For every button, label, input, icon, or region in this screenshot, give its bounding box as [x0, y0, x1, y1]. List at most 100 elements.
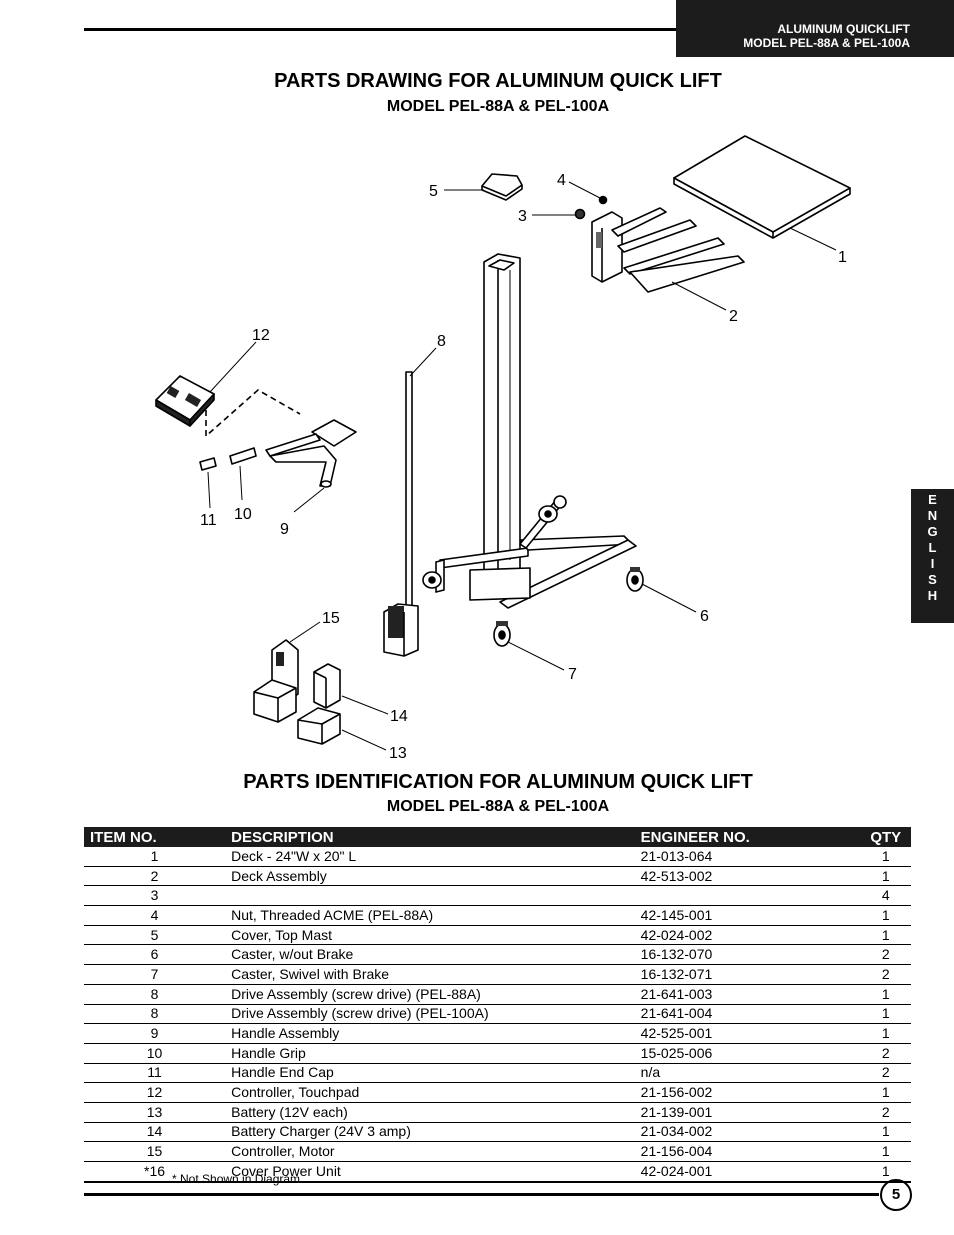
mast-part — [483, 253, 521, 579]
cell-qty: 2 — [860, 1063, 911, 1084]
callout-12: 12 — [252, 327, 270, 344]
charger-part — [313, 663, 341, 709]
cell-qty: 1 — [860, 1023, 911, 1044]
drawing-subtitle: MODEL PEL-88A & PEL-100A — [386, 98, 610, 115]
tab-letter: G — [927, 524, 938, 539]
cell-description: Handle End Cap — [225, 1063, 641, 1084]
cell-description: Cover, Top Mast — [225, 925, 641, 946]
battery-part — [253, 679, 341, 745]
callout-15: 15 — [322, 610, 340, 627]
cell-item-no: 8 — [84, 984, 226, 1005]
cover-top-mast-part — [481, 173, 523, 201]
handle-assembly-part — [265, 419, 357, 488]
drive-assembly-part — [383, 371, 419, 657]
cell-description: Caster, w/out Brake — [225, 944, 641, 966]
cell-item-no: 4 — [84, 905, 226, 926]
callout-4: 4 — [557, 172, 566, 189]
header-line-1: ALUMINUM QUICKLIFT — [777, 22, 910, 36]
cell-item-no: 15 — [84, 1141, 226, 1162]
cell-engineer-no: 42-525-001 — [640, 1023, 861, 1044]
touchpad-controller-part — [155, 375, 301, 437]
cell-item-no: 8 — [84, 1004, 226, 1025]
cell-item-no: 3 — [84, 885, 226, 907]
cell-engineer-no: 21-139-001 — [640, 1102, 861, 1123]
cell-qty: 1 — [860, 1122, 911, 1143]
cell-engineer-no: n/a — [640, 1063, 861, 1084]
tab-letter: H — [927, 588, 938, 603]
deck-part — [673, 135, 851, 239]
cell-qty: 1 — [860, 847, 911, 867]
cell-engineer-no: 42-513-002 — [640, 866, 861, 887]
cell-qty: 1 — [860, 1141, 911, 1162]
cell-qty: 2 — [860, 944, 911, 966]
cell-engineer-no — [640, 885, 861, 907]
header-description: DESCRIPTION — [225, 827, 641, 847]
footnote: * Not Shown in Diagram — [172, 1172, 301, 1186]
cell-qty: 1 — [860, 1082, 911, 1103]
tab-letter: N — [927, 508, 938, 523]
cell-engineer-no: 16-132-070 — [640, 944, 861, 966]
cell-engineer-no: 21-641-004 — [640, 1004, 861, 1025]
table-header-row: ITEM NO. DESCRIPTION ENGINEER NO. QTY — [84, 827, 911, 847]
callout-1: 1 — [838, 249, 847, 266]
cell-description: Cover Power Unit — [225, 1161, 641, 1183]
parts-drawing: 1 2 3 4 5 6 7 8 9 10 11 12 13 14 15 — [155, 135, 851, 762]
cell-item-no: 12 — [84, 1082, 226, 1103]
cell-qty: 1 — [860, 905, 911, 926]
cell-qty: 1 — [860, 925, 911, 946]
callout-7: 7 — [568, 666, 577, 683]
callout-14: 14 — [390, 708, 408, 725]
callout-9: 9 — [280, 521, 289, 538]
callout-8: 8 — [437, 333, 446, 350]
cell-description: Caster, Swivel with Brake — [225, 964, 641, 985]
handle-grip-part — [229, 447, 257, 465]
top-rule — [84, 28, 684, 31]
cell-description — [225, 885, 641, 907]
header-box: ALUMINUM QUICKLIFT MODEL PEL-88A & PEL-1… — [676, 0, 954, 57]
cell-description: Deck - 24"W x 20" L — [225, 847, 641, 867]
cell-item-no: 14 — [84, 1122, 226, 1143]
header-engineer-no: ENGINEER NO. — [640, 827, 861, 847]
bottom-rule — [84, 1193, 879, 1196]
cell-qty: 1 — [860, 984, 911, 1005]
cell-item-no: 11 — [84, 1063, 226, 1084]
cell-engineer-no: 42-145-001 — [640, 905, 861, 926]
cell-qty: 1 — [860, 1161, 911, 1183]
cell-qty: 1 — [860, 1004, 911, 1025]
tab-letter: I — [930, 556, 935, 571]
base-frame-part — [422, 495, 637, 609]
identification-subtitle: MODEL PEL-88A & PEL-100A — [386, 798, 610, 815]
deck-assembly-part — [591, 207, 745, 293]
cell-description: Battery Charger (24V 3 amp) — [225, 1122, 641, 1143]
page-number: 5 — [880, 1179, 912, 1211]
callout-13: 13 — [389, 745, 407, 762]
cell-qty: 4 — [860, 885, 911, 907]
cell-description: Deck Assembly — [225, 866, 641, 887]
cell-description: Nut, Threaded ACME (PEL-88A) — [225, 905, 641, 926]
cell-item-no: *16 — [84, 1161, 226, 1183]
cell-description: Battery (12V each) — [225, 1102, 641, 1123]
callout-11: 11 — [200, 512, 217, 529]
cell-qty: 2 — [860, 1102, 911, 1123]
cell-item-no: 10 — [84, 1043, 226, 1064]
header-line-2: MODEL PEL-88A & PEL-100A — [743, 36, 910, 50]
cell-qty: 2 — [860, 964, 911, 985]
cell-item-no: 6 — [84, 944, 226, 966]
